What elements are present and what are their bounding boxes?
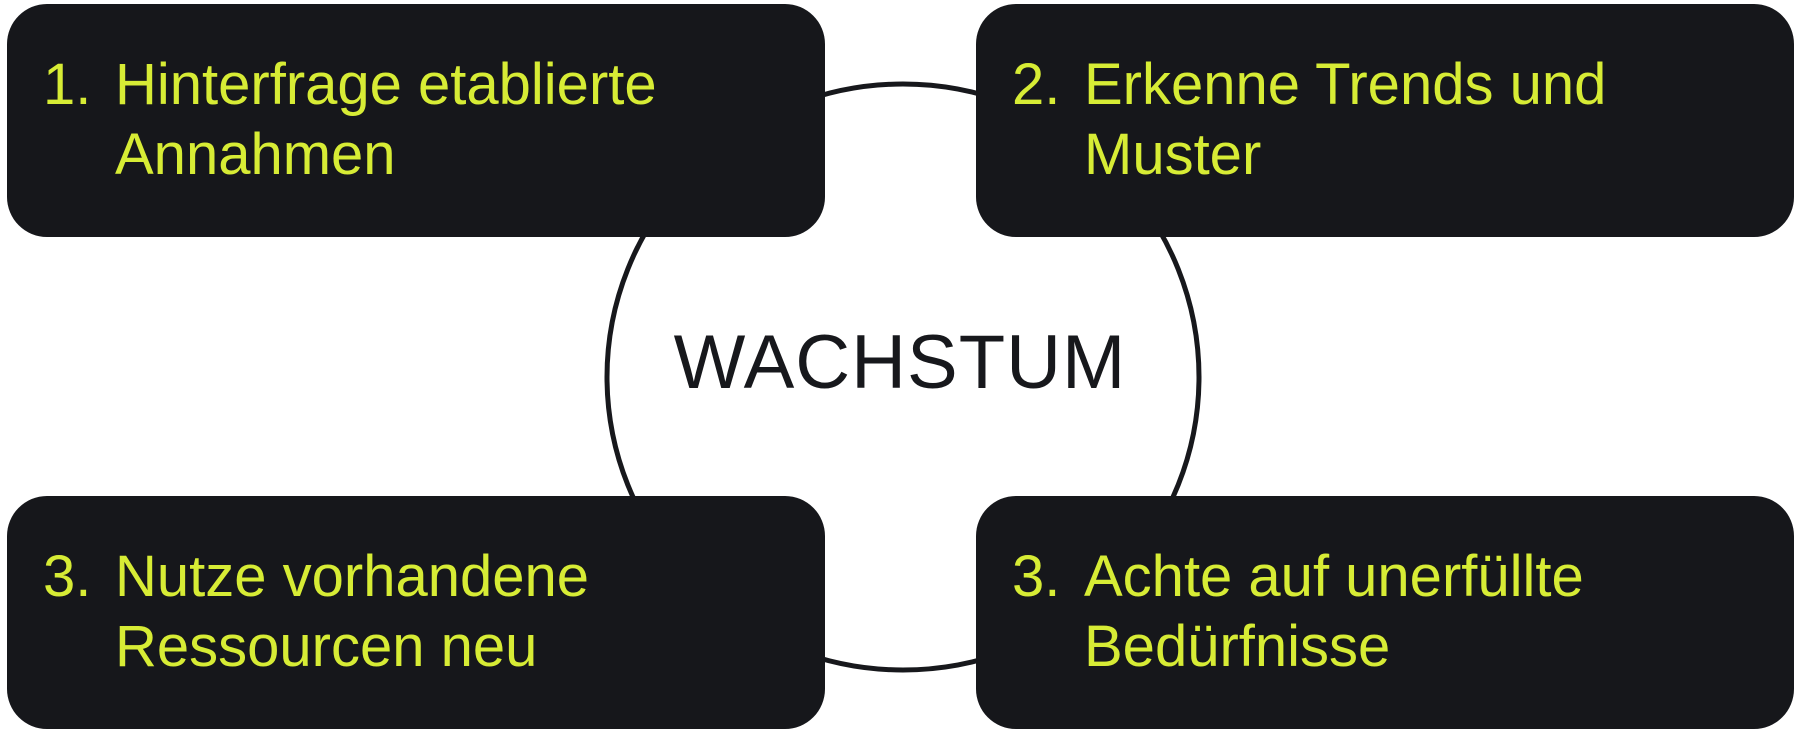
step-text: Nutze vorhandene Ressourcen neu: [115, 542, 589, 682]
step-text-line: Muster: [1084, 122, 1262, 187]
step-text-line: Achte auf unerfüllte: [1084, 544, 1584, 609]
step-number: 1.: [43, 52, 92, 117]
step-text: Hinterfrage etablierte Annahmen: [115, 50, 657, 190]
step-text: Achte auf unerfüllte Bedürfnisse: [1084, 542, 1584, 682]
step-number: 2.: [1012, 52, 1061, 117]
step-text-line: Nutze vorhandene: [115, 544, 589, 609]
step-card-4: 3. Achte auf unerfüllte Bedürfnisse: [976, 496, 1794, 729]
step-text-line: Bedürfnisse: [1084, 614, 1391, 679]
step-number: 3.: [1012, 544, 1061, 609]
step-text-line: Annahmen: [115, 122, 396, 187]
step-number: 3.: [43, 544, 92, 609]
center-label: WACHSTUM: [673, 320, 1127, 405]
step-card-3: 3. Nutze vorhandene Ressourcen neu: [7, 496, 825, 729]
step-card-2: 2. Erkenne Trends und Muster: [976, 4, 1794, 237]
step-text-line: Ressourcen neu: [115, 614, 538, 679]
step-text: Erkenne Trends und Muster: [1084, 50, 1606, 190]
step-card-1: 1. Hinterfrage etablierte Annahmen: [7, 4, 825, 237]
step-text-line: Erkenne Trends und: [1084, 52, 1607, 117]
step-text-line: Hinterfrage etablierte: [115, 52, 657, 117]
